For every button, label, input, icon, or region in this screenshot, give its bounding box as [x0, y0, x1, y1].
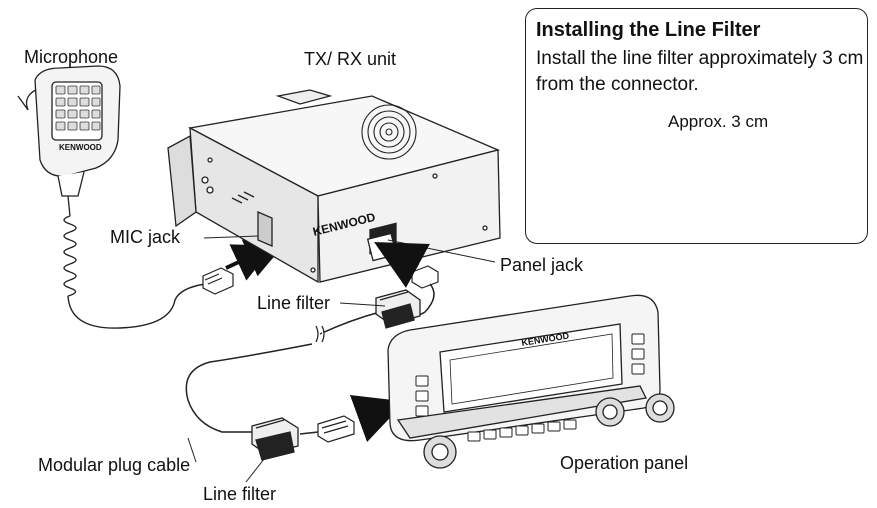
line-filter-top-label: Line filter — [257, 293, 331, 313]
cable-break-mark — [315, 325, 325, 343]
line-filter-bottom-leader — [245, 453, 269, 483]
line-filter-bottom-label: Line filter — [203, 484, 277, 504]
microphone-brand-text: KENWOOD — [59, 143, 102, 152]
operation-panel-label: Operation panel — [560, 453, 689, 473]
modular-cable-leader — [187, 437, 197, 463]
inset-body: Install the line filter approximately 3 … — [536, 48, 864, 95]
mic-jack-leader — [203, 235, 259, 239]
mic-jack-label: MIC jack — [110, 227, 181, 247]
coiled-cord — [63, 215, 206, 329]
installing-line-filter-inset: Installing the Line Filter Install the l… — [525, 8, 868, 244]
line-filter-top-leader — [339, 302, 386, 307]
panel-modular-plug — [411, 265, 439, 289]
txrx-unit-label: TX/ RX unit — [304, 49, 397, 69]
mic-modular-plug — [202, 267, 234, 295]
txrx-unit-illustration — [167, 89, 501, 284]
line-filter-bottom — [251, 417, 299, 461]
inset-title: Installing the Line Filter — [536, 19, 761, 41]
microphone-illustration — [17, 65, 121, 217]
operation-panel-plug — [317, 415, 355, 443]
modular-plug-cable-label: Modular plug cable — [38, 455, 191, 475]
panel-jack-socket — [366, 232, 398, 262]
panel-jack-label: Panel jack — [500, 255, 584, 275]
panel-plug-arrow — [374, 242, 430, 288]
modular-plug-cable — [185, 283, 435, 435]
line-filter-top — [375, 289, 421, 329]
operation-panel-arrow — [349, 395, 406, 443]
microphone-label: Microphone — [24, 47, 119, 67]
inset-approx-label: Approx. 3 cm — [668, 112, 769, 131]
operation-panel-illustration — [387, 294, 675, 469]
mic-plug-arrow-2 — [239, 239, 287, 277]
